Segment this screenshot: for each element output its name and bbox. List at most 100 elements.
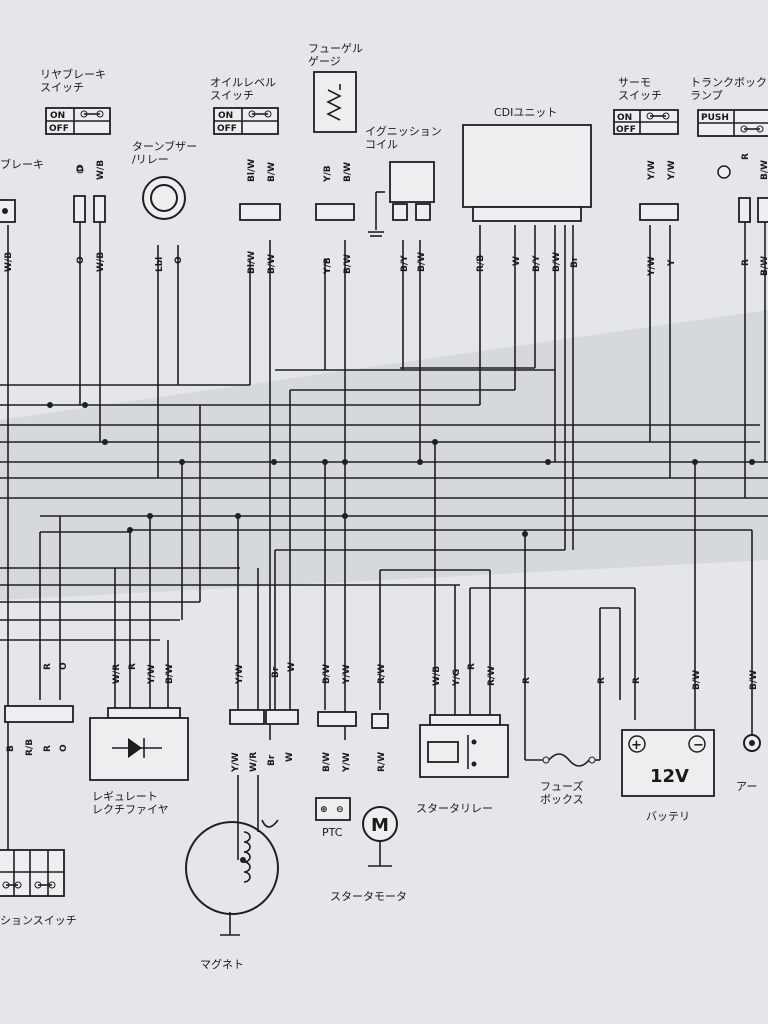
fuel-gauge	[313, 71, 357, 133]
fuel-gauge-connector	[315, 203, 355, 221]
paper-shadow	[0, 310, 768, 600]
battery-label: バッテリ	[646, 810, 690, 823]
coil-code-by: B/Y	[400, 255, 410, 272]
turn-buzzer-relay	[142, 176, 186, 220]
ptc-label: PTC	[322, 826, 343, 839]
magneto-label: マグネト	[200, 957, 244, 971]
ptc-upper-code-yw: Y/W	[342, 664, 352, 685]
trunk-code-bw: B/W	[760, 160, 768, 180]
starter-motor-label: スタータモータ	[330, 890, 407, 903]
oil-code-blw: Bl/W	[247, 159, 257, 182]
magneto	[185, 775, 279, 936]
thermo-switch-label: サーモスイッチ	[618, 76, 662, 102]
mag-upper-code-yw: Y/W	[235, 664, 245, 685]
fuse-box-label: フューズボックス	[540, 779, 584, 806]
relay-code-rw: R/W	[487, 666, 497, 686]
rear-brake-lower-code-wb: W/B	[96, 252, 106, 272]
lower-left-code-o: O	[59, 662, 69, 670]
ptc-upper-code-bw: B/W	[322, 664, 332, 684]
ignition-switch-connector	[4, 705, 74, 723]
left-edge-code-wb: W/B	[4, 252, 14, 272]
thermo-code-yw-2: Y/W	[667, 160, 677, 181]
terminal-dot	[2, 208, 8, 214]
ptc-lower-code-yw: Y/W	[342, 752, 352, 773]
turn-buzzer-relay-label: ターンブザー/リレー	[132, 139, 197, 166]
battery-code-bw: B/W	[692, 670, 702, 690]
on-label: ON	[50, 111, 65, 121]
ignition-coil	[368, 161, 435, 237]
relay-code-r: R	[467, 663, 477, 670]
mag-upper-code-br: Br	[271, 666, 281, 678]
thermo-lower-code-yw: Y/W	[647, 256, 657, 277]
cdi-unit-label: CDIユニット	[494, 106, 557, 119]
oil-lower-code-blw: Bl/W	[247, 251, 257, 274]
cdi-code-br: Br	[570, 256, 580, 268]
buzzer-code-o: O	[174, 256, 184, 264]
ptc-lower-code-bw: B/W	[322, 752, 332, 772]
oil-level-switch-label: オイルレベルスイッチ	[210, 76, 276, 102]
fuel-gauge-label: フューゲルゲージ	[308, 42, 363, 68]
fuel-lower-code-bw: B/W	[343, 254, 353, 274]
oil-code-bw: B/W	[267, 162, 277, 182]
svg-text:+: +	[631, 738, 642, 753]
reg-code-r: R	[128, 663, 138, 670]
magneto-connector-2	[265, 709, 299, 725]
svg-text:−: −	[693, 738, 704, 753]
thermo-lower-code-y: Y	[667, 259, 677, 267]
off-label: OFF	[49, 124, 69, 134]
ignition-switch-label: ションスイッチ	[0, 914, 77, 927]
cdi-code-w: W	[512, 256, 522, 266]
oil-lower-code-bw: B/W	[267, 254, 277, 274]
ignition-coil-label: イグニッションコイル	[365, 124, 442, 151]
wire-harness	[0, 200, 768, 850]
earth-ground-icon	[743, 734, 761, 752]
trunk-box-lamp-label: トランクボックランプ	[690, 76, 767, 102]
starter-motor-code-lower: R/W	[377, 752, 387, 772]
fuse-code-r-2: R	[597, 677, 607, 684]
mag-lower-code-wr: W/R	[249, 752, 259, 772]
battery: + − 12V	[621, 729, 715, 797]
thermo-connector	[639, 203, 679, 221]
fuse-box	[525, 753, 600, 767]
ign-pin-o: O	[59, 744, 69, 752]
trunk-code-r: R	[741, 153, 751, 160]
starter-motor-code-upper: R/W	[377, 664, 387, 684]
reg-code-wr: W/R	[112, 664, 122, 684]
motor-letter: M	[371, 815, 389, 836]
off-label: OFF	[616, 125, 636, 135]
lower-left-code-r: R	[43, 663, 53, 670]
battery-voltage: 12V	[650, 766, 689, 787]
thermo-switch: ON OFF	[613, 109, 679, 135]
ptc-connector	[317, 711, 357, 727]
oil-level-connector	[239, 203, 281, 221]
mag-upper-code-w: W	[287, 662, 297, 672]
rear-brake-partial-label: ブレーキ	[0, 157, 44, 171]
cdi-unit	[462, 124, 592, 222]
relay-code-yg: Y/G	[452, 669, 462, 687]
oil-level-switch: ON OFF	[213, 107, 279, 135]
plus-terminal-icon	[628, 735, 646, 753]
fuel-lower-code-yb: Y/B	[323, 257, 333, 275]
push-label: PUSH	[701, 113, 729, 123]
ign-pin-b: B	[6, 745, 16, 752]
mag-lower-code-w: W	[285, 752, 295, 762]
minus-terminal-icon	[688, 735, 706, 753]
mag-lower-code-yw: Y/W	[231, 752, 241, 773]
fuse-code-r-1: R	[522, 677, 532, 684]
magneto-connector-1	[229, 709, 265, 725]
off-label: OFF	[217, 124, 237, 134]
coil-code-bw: B/W	[417, 252, 427, 272]
junction-dots	[47, 402, 755, 537]
earth-code-bw: B/W	[749, 670, 759, 690]
on-label: ON	[617, 113, 632, 123]
svg-text:⊕: ⊕	[320, 805, 328, 815]
cdi-code-rb: R/B	[476, 255, 486, 272]
regulator-label: レギュレートレクチファイヤ	[92, 790, 169, 816]
trunk-box-lamp-switch: PUSH	[697, 109, 768, 223]
trunk-lower-code-bw: B/W	[760, 256, 768, 276]
ign-pin-r: R	[43, 745, 53, 752]
rear-brake-lower-code-o: O	[76, 256, 86, 264]
ign-pin-rb: R/B	[25, 739, 35, 756]
thermo-code-yw-1: Y/W	[647, 160, 657, 181]
